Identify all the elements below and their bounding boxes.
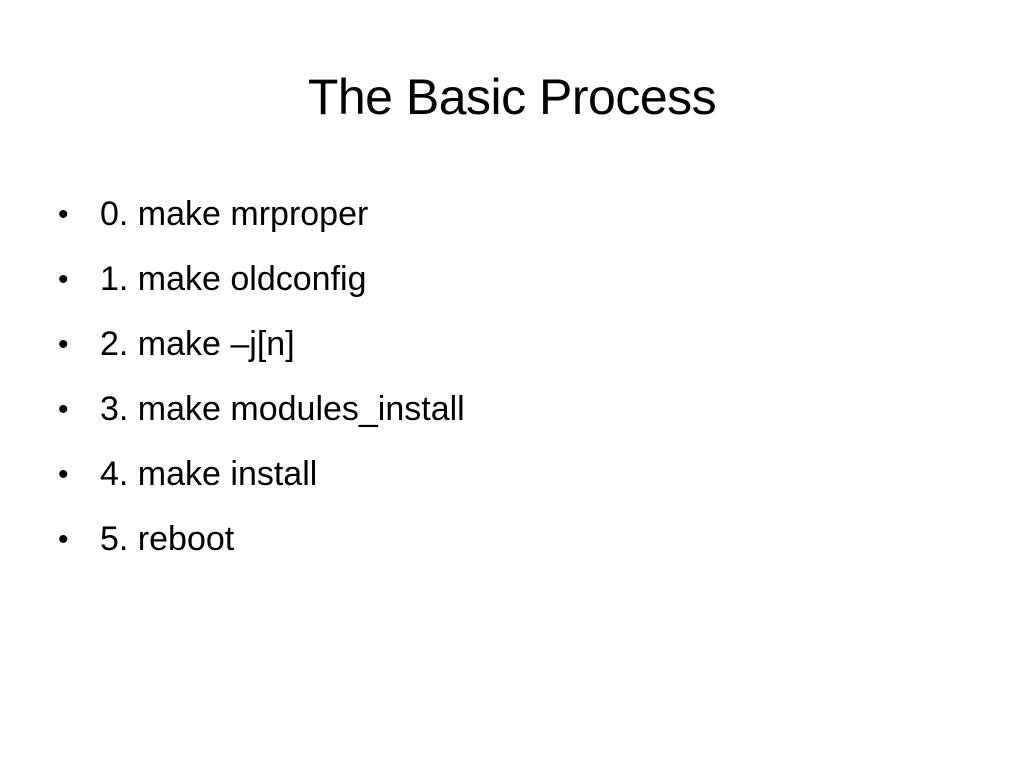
list-item-text: 2. make –j[n] xyxy=(100,325,295,363)
bullet-icon: • xyxy=(58,523,69,556)
slide-title: The Basic Process xyxy=(307,69,717,125)
bullet-icon: • xyxy=(58,263,69,296)
list-item: • 2. make –j[n] xyxy=(58,312,465,377)
bullet-icon: • xyxy=(58,393,69,426)
list-item-text: 4. make install xyxy=(100,455,318,493)
list-item: • 0. make mrproper xyxy=(58,182,465,247)
bullet-icon: • xyxy=(58,458,69,491)
list-item: • 4. make install xyxy=(58,442,465,507)
bullet-list: • 0. make mrproper • 1. make oldconfig •… xyxy=(58,182,465,572)
list-item-text: 3. make modules_install xyxy=(100,390,465,428)
list-item: • 1. make oldconfig xyxy=(58,247,465,312)
list-item: • 5. reboot xyxy=(58,507,465,572)
list-item-text: 1. make oldconfig xyxy=(100,260,367,298)
bullet-icon: • xyxy=(58,328,69,361)
list-item-text: 5. reboot xyxy=(100,520,235,558)
list-item-text: 0. make mrproper xyxy=(100,195,369,233)
bullet-icon: • xyxy=(58,198,69,231)
list-item: • 3. make modules_install xyxy=(58,377,465,442)
